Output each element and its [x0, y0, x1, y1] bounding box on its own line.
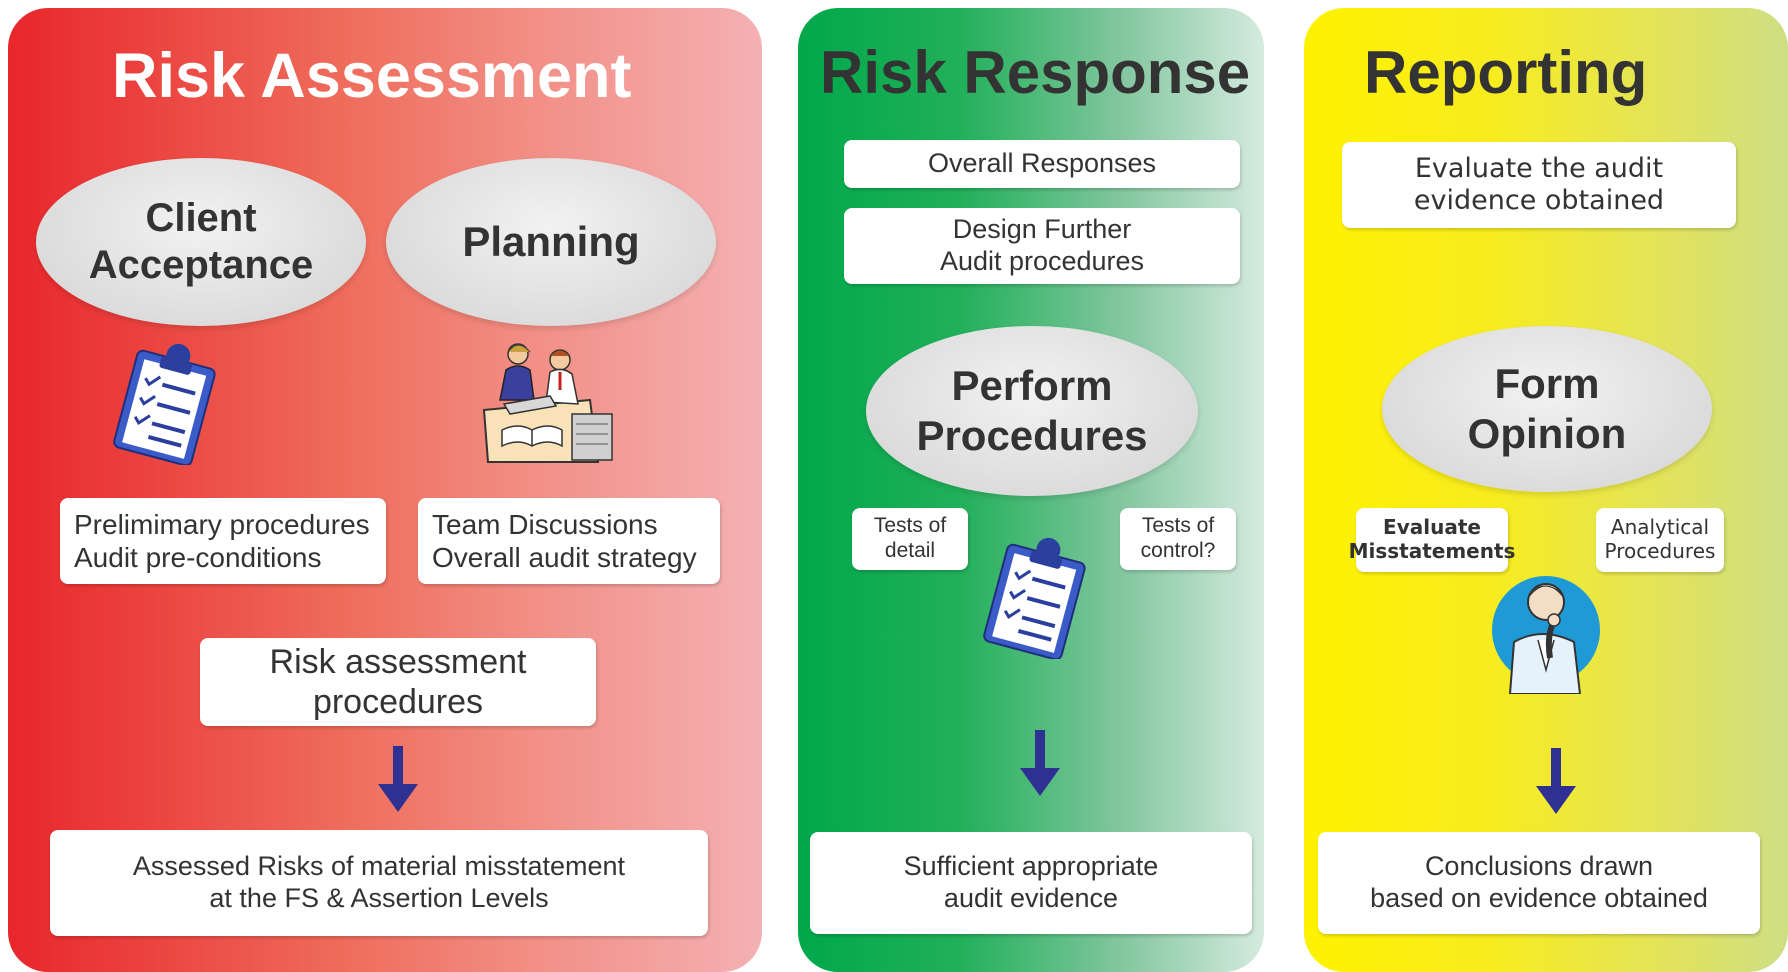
- perform-line1: Perform: [951, 362, 1113, 410]
- evaluate-misstatements-box: Evaluate Misstatements: [1349, 508, 1515, 572]
- clipboard-checklist-icon: [113, 343, 216, 465]
- thinking-man-icon: [1492, 576, 1600, 694]
- evaluate-line1: Evaluate the audit: [1414, 153, 1664, 185]
- design-line2: Audit procedures: [939, 246, 1145, 276]
- assessed-line1: Assessed Risks of material misstatement: [132, 851, 626, 882]
- perform-line2: Procedures: [916, 412, 1148, 459]
- arrow-down-icon: [1536, 748, 1576, 814]
- planning-label: Planning: [462, 218, 640, 266]
- risk-response-title: Risk Response: [820, 39, 1251, 106]
- form-line2: Opinion: [1467, 410, 1627, 457]
- tests-control-line1: Tests of: [1141, 514, 1215, 538]
- tests-of-control-box: Tests of control?: [1120, 508, 1236, 570]
- team-discussions-box: Team Discussions Overall audit strategy: [418, 498, 720, 584]
- conclusions-box: Conclusions drawn based on evidence obta…: [1318, 832, 1760, 934]
- evaluate-evidence-box: Evaluate the audit evidence obtained: [1342, 142, 1736, 228]
- conclusions-line2: based on evidence obtained: [1370, 883, 1708, 913]
- ra-procedures-line1: Risk assessment: [269, 642, 527, 681]
- analytical-line2: Procedures: [1604, 539, 1716, 563]
- form-line1: Form: [1494, 360, 1600, 408]
- tests-detail-line2: detail: [884, 539, 936, 562]
- analytical-line1: Analytical: [1610, 515, 1710, 540]
- arrow-down-icon: [1020, 730, 1060, 796]
- perform-procedures-ellipse: Perform Procedures: [866, 326, 1198, 496]
- team-line2: Overall audit strategy: [432, 542, 697, 573]
- design-further-box: Design Further Audit procedures: [844, 208, 1240, 284]
- preliminary-line1: Prelimimary procedures: [74, 508, 370, 540]
- sufficient-line2: audit evidence: [943, 883, 1119, 913]
- preliminary-procedures-box: Prelimimary procedures Audit pre-conditi…: [60, 498, 386, 584]
- analytical-procedures-box: Analytical Procedures: [1596, 508, 1724, 572]
- evaluate-line2: evidence obtained: [1413, 185, 1665, 216]
- conclusions-line1: Conclusions drawn: [1424, 851, 1654, 882]
- tests-control-line2: control?: [1140, 539, 1216, 562]
- form-opinion-ellipse: Form Opinion: [1382, 326, 1712, 492]
- eval-mis-line1: Evaluate: [1383, 515, 1481, 540]
- team-line1: Team Discussions: [432, 508, 658, 540]
- planning-ellipse: Planning: [386, 158, 716, 326]
- team-meeting-icon: [482, 343, 613, 463]
- tests-of-detail-box: Tests of detail: [852, 508, 968, 570]
- assessed-risks-box: Assessed Risks of material misstatement …: [50, 830, 708, 936]
- risk-assessment-panel: [8, 8, 762, 972]
- assessed-line2: at the FS & Assertion Levels: [209, 883, 549, 913]
- clipboard-checklist-icon: [983, 537, 1086, 659]
- eval-mis-line2: Misstatements: [1348, 539, 1516, 563]
- risk-assessment-title: Risk Assessment: [112, 41, 632, 111]
- client-acceptance-line1: Client: [145, 195, 257, 240]
- client-acceptance-ellipse: Client Acceptance: [36, 158, 366, 326]
- reporting-title: Reporting: [1364, 39, 1648, 106]
- sufficient-line1: Sufficient appropriate: [903, 851, 1159, 882]
- preliminary-line2: Audit pre-conditions: [74, 542, 322, 573]
- overall-responses-label: Overall Responses: [927, 148, 1157, 179]
- arrow-down-icon: [378, 746, 418, 812]
- client-acceptance-line2: Acceptance: [88, 243, 314, 287]
- design-line1: Design Further: [952, 214, 1132, 245]
- overall-responses-box: Overall Responses: [844, 140, 1240, 188]
- ra-procedures-line2: procedures: [312, 683, 484, 721]
- sufficient-evidence-box: Sufficient appropriate audit evidence: [810, 832, 1252, 934]
- tests-detail-line1: Tests of: [873, 514, 947, 538]
- risk-assessment-procedures-box: Risk assessment procedures: [200, 638, 596, 726]
